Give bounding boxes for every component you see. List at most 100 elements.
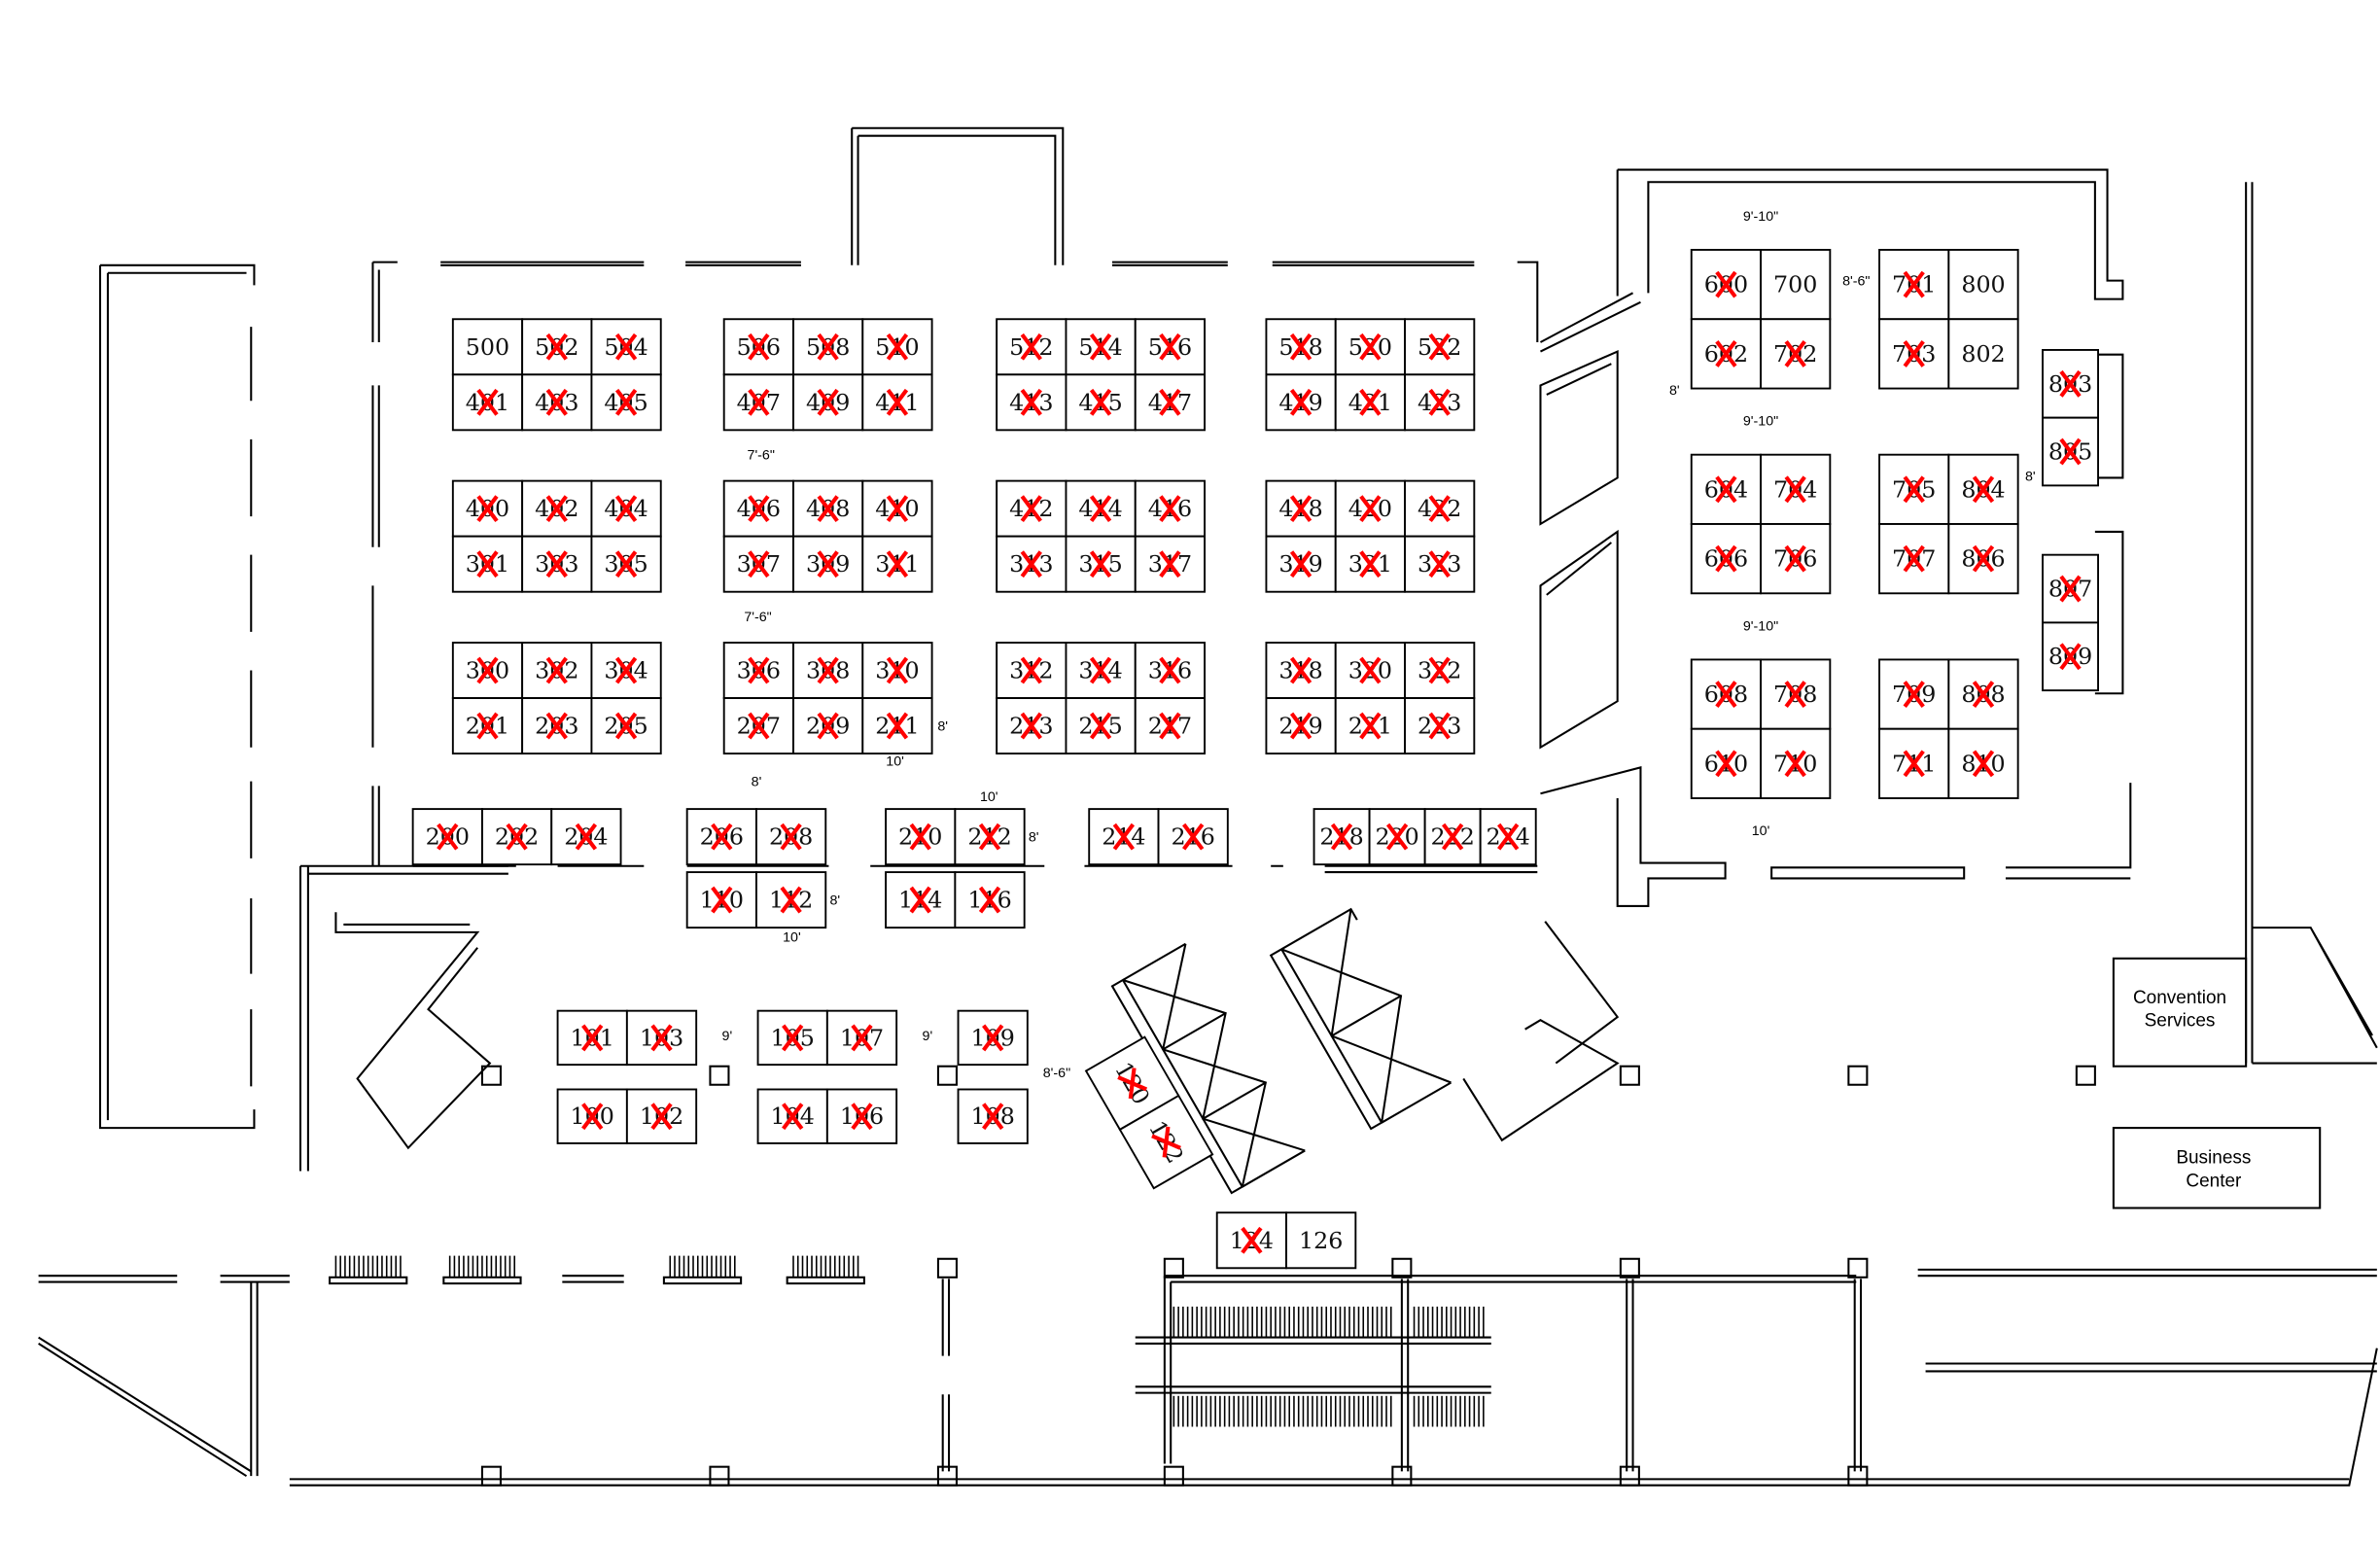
- booth-405[interactable]: 405: [590, 373, 662, 432]
- booth-610[interactable]: 610: [1690, 727, 1762, 799]
- booth-215[interactable]: 215: [1065, 697, 1137, 755]
- booth-410[interactable]: 410: [861, 479, 933, 538]
- booth-608[interactable]: 608: [1690, 658, 1762, 730]
- booth-310[interactable]: 310: [861, 642, 933, 699]
- booth-314[interactable]: 314: [1065, 642, 1137, 699]
- booth-804[interactable]: 804: [1947, 453, 2019, 525]
- booth-208[interactable]: 208: [755, 808, 827, 866]
- booth-422[interactable]: 422: [1404, 479, 1476, 538]
- booth-120[interactable]: 120: [1084, 1035, 1180, 1132]
- booth-704[interactable]: 704: [1760, 453, 1832, 525]
- booth-103[interactable]: 103: [625, 1009, 698, 1067]
- booth-322[interactable]: 322: [1404, 642, 1476, 699]
- booth-805[interactable]: 805: [2042, 416, 2099, 487]
- booth-303[interactable]: 303: [521, 535, 593, 593]
- booth-116[interactable]: 116: [954, 871, 1026, 929]
- booth-203[interactable]: 203: [521, 697, 593, 755]
- booth-312[interactable]: 312: [996, 642, 1068, 699]
- booth-218[interactable]: 218: [1312, 808, 1371, 866]
- booth-201[interactable]: 201: [451, 697, 524, 755]
- booth-412[interactable]: 412: [996, 479, 1068, 538]
- booth-212[interactable]: 212: [954, 808, 1026, 866]
- booth-516[interactable]: 516: [1134, 318, 1207, 376]
- booth-708[interactable]: 708: [1760, 658, 1832, 730]
- booth-418[interactable]: 418: [1265, 479, 1337, 538]
- booth-403[interactable]: 403: [521, 373, 593, 432]
- booth-604[interactable]: 604: [1690, 453, 1762, 525]
- booth-416[interactable]: 416: [1134, 479, 1207, 538]
- booth-200[interactable]: 200: [411, 808, 483, 866]
- booth-301[interactable]: 301: [451, 535, 524, 593]
- booth-802[interactable]: 802: [1947, 318, 2019, 390]
- booth-702[interactable]: 702: [1760, 318, 1832, 390]
- booth-202[interactable]: 202: [480, 808, 553, 866]
- booth-711[interactable]: 711: [1878, 727, 1950, 799]
- booth-320[interactable]: 320: [1334, 642, 1406, 699]
- booth-213[interactable]: 213: [996, 697, 1068, 755]
- booth-205[interactable]: 205: [590, 697, 662, 755]
- booth-106[interactable]: 106: [825, 1088, 898, 1144]
- booth-315[interactable]: 315: [1065, 535, 1137, 593]
- booth-417[interactable]: 417: [1134, 373, 1207, 432]
- booth-803[interactable]: 803: [2042, 348, 2099, 419]
- booth-809[interactable]: 809: [2042, 621, 2099, 692]
- booth-224[interactable]: 224: [1479, 808, 1537, 866]
- booth-808[interactable]: 808: [1947, 658, 2019, 730]
- booth-500[interactable]: 500: [451, 318, 524, 376]
- booth-514[interactable]: 514: [1065, 318, 1137, 376]
- booth-217[interactable]: 217: [1134, 697, 1207, 755]
- booth-302[interactable]: 302: [521, 642, 593, 699]
- booth-114[interactable]: 114: [885, 871, 957, 929]
- booth-101[interactable]: 101: [556, 1009, 628, 1067]
- booth-407[interactable]: 407: [722, 373, 794, 432]
- booth-800[interactable]: 800: [1947, 248, 2019, 321]
- booth-518[interactable]: 518: [1265, 318, 1337, 376]
- booth-701[interactable]: 701: [1878, 248, 1950, 321]
- booth-321[interactable]: 321: [1334, 535, 1406, 593]
- booth-810[interactable]: 810: [1947, 727, 2019, 799]
- booth-415[interactable]: 415: [1065, 373, 1137, 432]
- booth-520[interactable]: 520: [1334, 318, 1406, 376]
- booth-504[interactable]: 504: [590, 318, 662, 376]
- booth-216[interactable]: 216: [1157, 808, 1229, 866]
- booth-204[interactable]: 204: [550, 808, 622, 866]
- booth-308[interactable]: 308: [792, 642, 864, 699]
- booth-102[interactable]: 102: [625, 1088, 698, 1144]
- booth-307[interactable]: 307: [722, 535, 794, 593]
- booth-323[interactable]: 323: [1404, 535, 1476, 593]
- booth-710[interactable]: 710: [1760, 727, 1832, 799]
- booth-600[interactable]: 600: [1690, 248, 1762, 321]
- booth-209[interactable]: 209: [792, 697, 864, 755]
- booth-207[interactable]: 207: [722, 697, 794, 755]
- booth-602[interactable]: 602: [1690, 318, 1762, 390]
- booth-423[interactable]: 423: [1404, 373, 1476, 432]
- booth-222[interactable]: 222: [1423, 808, 1482, 866]
- booth-414[interactable]: 414: [1065, 479, 1137, 538]
- booth-421[interactable]: 421: [1334, 373, 1406, 432]
- booth-210[interactable]: 210: [885, 808, 957, 866]
- booth-413[interactable]: 413: [996, 373, 1068, 432]
- booth-214[interactable]: 214: [1088, 808, 1160, 866]
- booth-219[interactable]: 219: [1265, 697, 1337, 755]
- booth-508[interactable]: 508: [792, 318, 864, 376]
- booth-124[interactable]: 124: [1215, 1211, 1287, 1270]
- booth-100[interactable]: 100: [556, 1088, 628, 1144]
- booth-110[interactable]: 110: [685, 871, 757, 929]
- booth-510[interactable]: 510: [861, 318, 933, 376]
- booth-806[interactable]: 806: [1947, 523, 2019, 595]
- booth-807[interactable]: 807: [2042, 553, 2099, 624]
- booth-709[interactable]: 709: [1878, 658, 1950, 730]
- booth-502[interactable]: 502: [521, 318, 593, 376]
- booth-707[interactable]: 707: [1878, 523, 1950, 595]
- booth-506[interactable]: 506: [722, 318, 794, 376]
- booth-122[interactable]: 122: [1118, 1094, 1214, 1190]
- booth-206[interactable]: 206: [685, 808, 757, 866]
- booth-703[interactable]: 703: [1878, 318, 1950, 390]
- booth-220[interactable]: 220: [1368, 808, 1426, 866]
- booth-700[interactable]: 700: [1760, 248, 1832, 321]
- booth-300[interactable]: 300: [451, 642, 524, 699]
- booth-401[interactable]: 401: [451, 373, 524, 432]
- booth-419[interactable]: 419: [1265, 373, 1337, 432]
- booth-411[interactable]: 411: [861, 373, 933, 432]
- booth-406[interactable]: 406: [722, 479, 794, 538]
